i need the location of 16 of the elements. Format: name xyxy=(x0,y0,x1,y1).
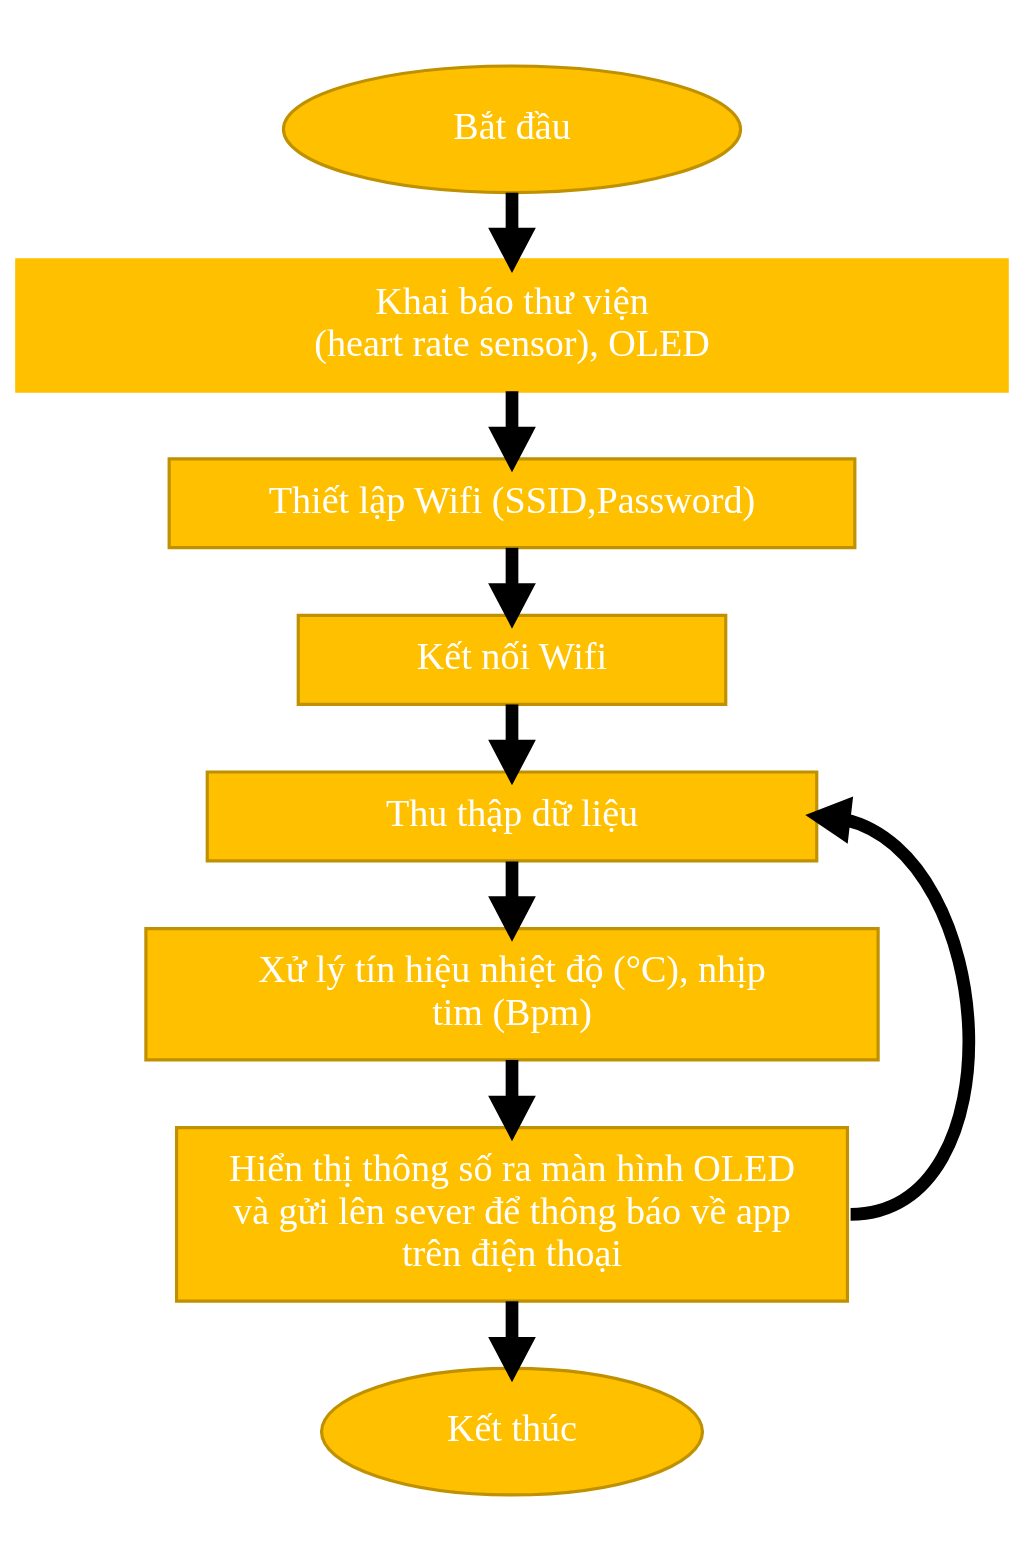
arrow xyxy=(488,192,536,273)
arrow xyxy=(488,390,536,472)
node-box: Thiết lập Wifi (SSID,Password) xyxy=(167,456,857,549)
node-ellipse: Bắt đầu xyxy=(281,63,743,194)
node-box: Hiển thị thông số ra màn hình OLED và gửi lên sever để thông báo về app trên điện thoại xyxy=(174,1125,850,1303)
arrow xyxy=(488,703,536,785)
node-box: Thu thập dữ liệu xyxy=(205,769,819,862)
node-ellipse: Kết thúc xyxy=(319,1366,705,1497)
node-box: Khai báo thư viện (heart rate sensor), OLED xyxy=(15,257,1009,393)
node-box: Kết nối Wifi xyxy=(296,613,728,706)
arrow xyxy=(488,1300,536,1382)
arrow xyxy=(805,795,975,1221)
arrow xyxy=(488,861,536,942)
arrow xyxy=(488,1059,536,1141)
arrow xyxy=(488,547,536,629)
node-box: Xử lý tín hiệu nhiệt độ (°C), nhịp tim (Bpm) xyxy=(144,926,880,1061)
